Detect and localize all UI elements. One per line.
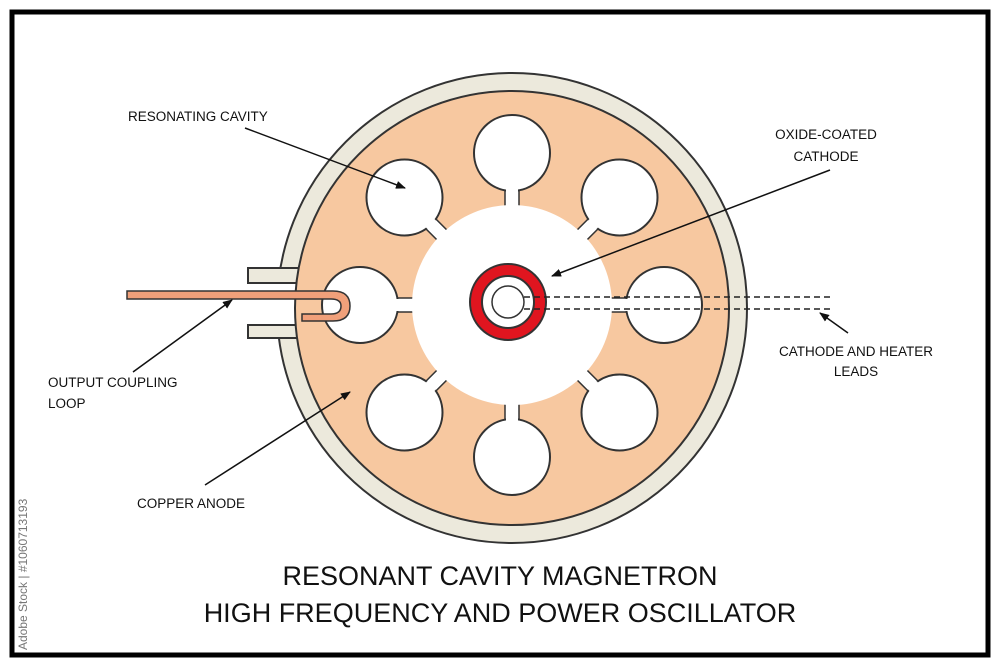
output-coupling-loop bbox=[126, 290, 351, 322]
label-cathode-leads-line2: LEADS bbox=[834, 364, 878, 379]
label-output-loop-line2: LOOP bbox=[48, 396, 86, 411]
label-output-loop-line1: OUTPUT COUPLING bbox=[48, 375, 178, 390]
stock-id-text: Adobe Stock | #1060713193 bbox=[16, 498, 30, 650]
arrow-cathode-leads bbox=[819, 312, 849, 334]
label-copper-anode: COPPER ANODE bbox=[137, 496, 245, 511]
arrow-oxide-coated-cathode bbox=[551, 169, 831, 277]
title-line2: HIGH FREQUENCY AND POWER OSCILLATOR bbox=[204, 598, 797, 628]
label-cathode-leads-line1: CATHODE AND HEATER bbox=[779, 344, 933, 359]
arrow-resonating-cavity bbox=[244, 127, 406, 189]
title-line1: RESONANT CAVITY MAGNETRON bbox=[282, 561, 717, 591]
heater-core bbox=[491, 285, 525, 319]
label-oxide-coated-line1: OXIDE-COATED bbox=[775, 127, 877, 142]
label-oxide-coated-line2: CATHODE bbox=[793, 149, 858, 164]
arrow-output-coupling-loop bbox=[132, 299, 233, 373]
label-resonating-cavity: RESONATING CAVITY bbox=[128, 109, 268, 124]
arrow-copper-anode bbox=[204, 391, 351, 486]
